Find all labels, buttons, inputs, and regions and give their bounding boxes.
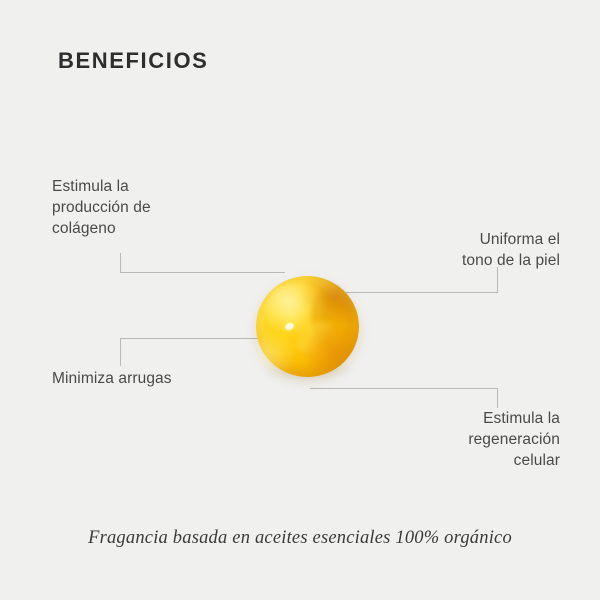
leader-line-arrugas <box>120 337 290 339</box>
leader-line-regeneracion <box>310 387 498 389</box>
capsule-internal-caustic <box>296 322 340 356</box>
product-capsule-image <box>256 276 360 380</box>
page-title: BENEFICIOS <box>58 48 209 73</box>
leader-line-arrugas-tick <box>120 337 122 366</box>
capsule-rim-light <box>258 328 298 372</box>
leader-line-regeneracion-tick <box>496 387 498 408</box>
benefit-label-arrugas: Minimiza arrugas <box>52 370 172 387</box>
footer-tagline: Fragancia basada en aceites esenciales 1… <box>88 528 512 548</box>
leader-line-tono <box>345 291 498 293</box>
benefit-label-tono: Uniforma el tono de la piel <box>461 231 560 269</box>
leader-line-colageno <box>120 271 285 273</box>
leader-line-tono-tick <box>496 267 498 292</box>
benefit-label-regeneracion: Estimula la regeneración celular <box>468 410 560 469</box>
capsule-body <box>256 276 359 377</box>
leader-line-colageno-tick <box>120 253 122 273</box>
benefit-label-colageno: Estimula la producción de colágeno <box>52 178 151 237</box>
